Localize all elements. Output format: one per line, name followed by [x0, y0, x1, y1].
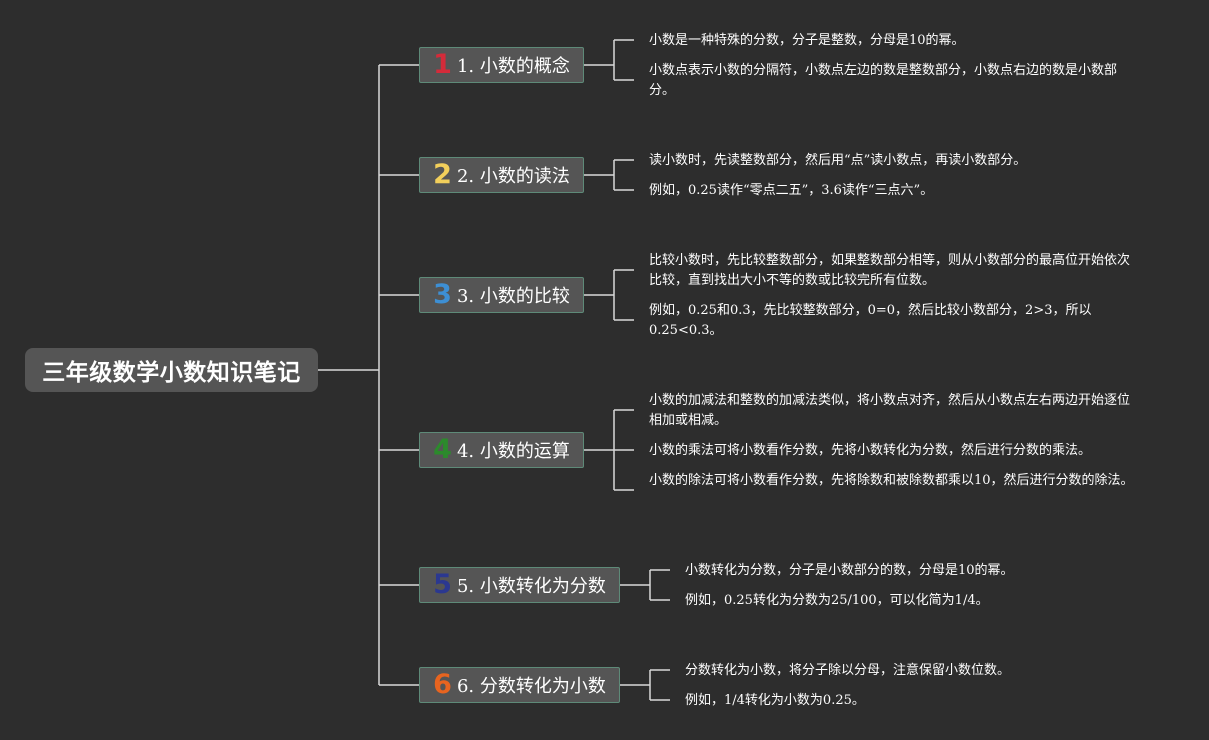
topic-title: 1. 小数的概念: [456, 56, 570, 77]
topic-1-note-1: 小数是一种特殊的分数，分子是整数，分母是10的幂。: [649, 33, 965, 48]
topic-title: 5. 小数转化为分数: [456, 576, 606, 597]
number-1-icon: 1: [433, 48, 452, 80]
topic-5-note-1: 小数转化为分数，分子是小数部分的数，分母是10的幂。: [685, 563, 1014, 578]
topic-2-note-1: 读小数时，先读整数部分，然后用“点”读小数点，再读小数部分。: [649, 153, 1027, 168]
topic-node-6[interactable]: 6 6. 分数转化为小数: [419, 667, 620, 703]
number-3-icon: 3: [433, 278, 452, 310]
topic-title: 6. 分数转化为小数: [456, 676, 606, 697]
topic-4-note-2: 小数的乘法可将小数看作分数，先将小数转化为分数，然后进行分数的乘法。: [649, 443, 1092, 458]
topic-title: 2. 小数的读法: [456, 166, 570, 187]
topic-node-1[interactable]: 1 1. 小数的概念: [419, 47, 584, 83]
topic-4-note-3: 小数的除法可将小数看作分数，先将除数和被除数都乘以10，然后进行分数的除法。: [649, 473, 1134, 488]
topic-title: 4. 小数的运算: [456, 441, 570, 462]
topic-6-note-2: 例如，1/4转化为小数为0.25。: [685, 693, 865, 708]
number-5-icon: 5: [433, 568, 452, 600]
topic-2-note-2: 例如，0.25读作“零点二五”，3.6读作“三点六”。: [649, 183, 934, 198]
topic-1-note-2: 小数点表示小数的分隔符，小数点左边的数是整数部分，小数点右边的数是小数部分。: [649, 63, 1118, 98]
topic-node-4[interactable]: 4 4. 小数的运算: [419, 432, 584, 468]
topic-3-note-1: 比较小数时，先比较整数部分，如果整数部分相等，则从小数部分的最高位开始依次比较，…: [649, 253, 1131, 288]
number-4-icon: 4: [433, 433, 452, 465]
topic-node-2[interactable]: 2 2. 小数的读法: [419, 157, 584, 193]
topic-node-5[interactable]: 5 5. 小数转化为分数: [419, 567, 620, 603]
topic-node-3[interactable]: 3 3. 小数的比较: [419, 277, 584, 313]
topic-3-note-2: 例如，0.25和0.3，先比较整数部分，0=0，然后比较小数部分，2>3，所以0…: [649, 303, 1092, 338]
number-2-icon: 2: [433, 158, 452, 190]
root-node[interactable]: 三年级数学小数知识笔记: [25, 348, 318, 392]
topic-6-note-1: 分数转化为小数，将分子除以分母，注意保留小数位数。: [685, 663, 1011, 678]
topic-5-note-2: 例如，0.25转化为分数为25/100，可以化简为1/4。: [685, 593, 989, 608]
number-6-icon: 6: [433, 668, 452, 700]
topic-title: 3. 小数的比较: [456, 286, 570, 307]
topic-4-note-1: 小数的加减法和整数的加减法类似，将小数点对齐，然后从小数点左右两边开始逐位相加或…: [649, 393, 1131, 428]
